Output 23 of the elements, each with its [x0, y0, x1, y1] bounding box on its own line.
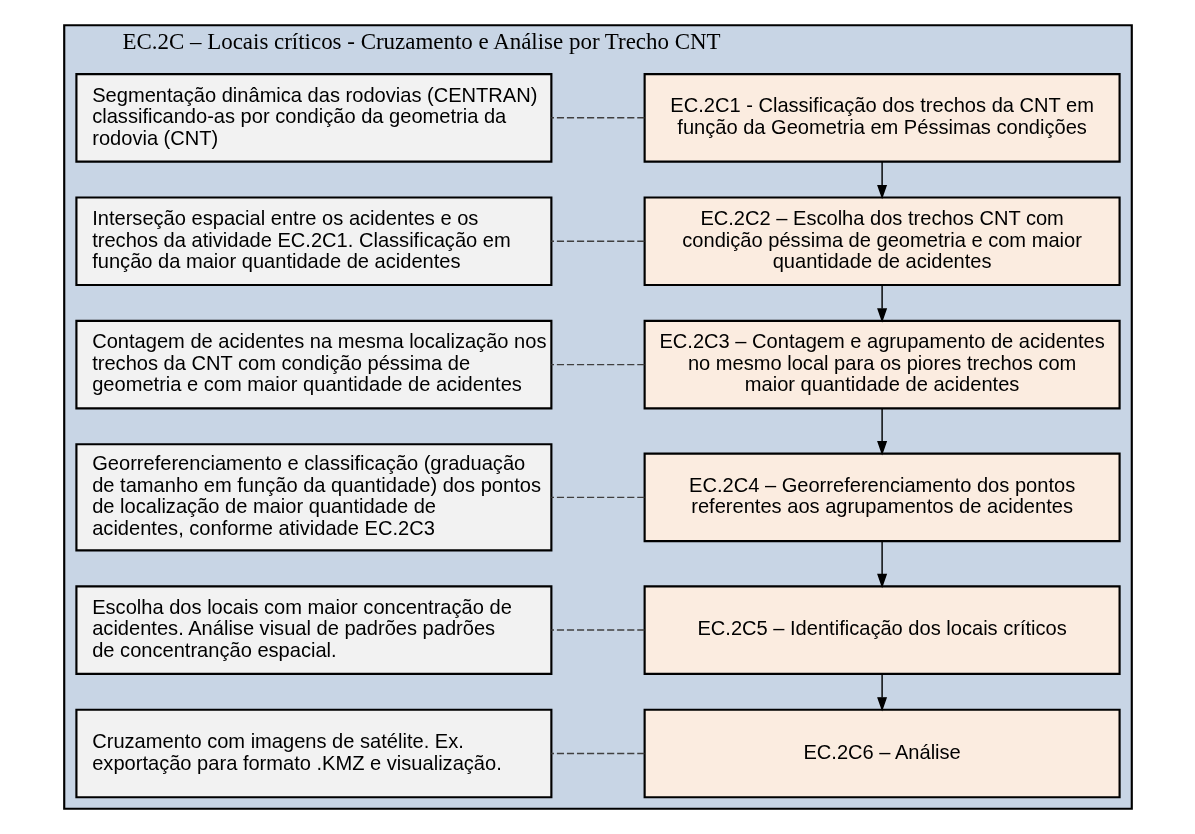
node-box: Segmentação dinâmica das rodovias (CENTRAN) classificando-as por condição da geometria da rodovia (CNT)	[74, 73, 552, 163]
node-box: Escolha dos locais com maior concentração de acidentes. Análise visual de padrões padrões de concentranção espacial.	[74, 585, 552, 675]
arrow	[876, 407, 887, 456]
node-box: Contagem de acidentes na mesma localização nos trechos da CNT com condição péssima de geometria e com maior quantidade de acidentes	[74, 319, 552, 410]
connector	[550, 363, 645, 366]
node-box: Cruzamento com imagens de satélite. Ex. exportação para formato .KMZ e visualização.	[74, 708, 552, 799]
node-box: Georreferenciamento e classificação (graduação de tamanho em função da quantidade) dos pontos de localização de maior quantidade de acidentes, conforme atividade EC.2C3	[74, 443, 552, 552]
node-box: Interseção espacial entre os acidentes e os trechos da atividade EC.2C1. Classificação em função da maior quantidade de acidentes	[74, 196, 552, 287]
node-box: EC.2C3 – Contagem e agrupamento de acidentes no mesmo local para os piores trechos com maior quantidade de acidentes	[643, 319, 1121, 410]
arrow	[876, 673, 887, 712]
arrow	[876, 284, 887, 323]
connector	[550, 496, 645, 499]
node-box: EC.2C5 – Identificação dos locais críticos	[643, 585, 1121, 675]
connector	[550, 117, 645, 119]
connector	[550, 629, 645, 631]
node-box: EC.2C6 – Análise	[643, 708, 1121, 799]
connector	[550, 752, 645, 755]
node-box: EC.2C2 – Escolha dos trechos CNT com condição péssima de geometria e com maior quantidade de acidentes	[643, 196, 1121, 287]
node-box: EC.2C1 - Classificação dos trechos da CNT em função da Geometria em Péssimas condições	[643, 73, 1121, 163]
connector	[550, 240, 645, 242]
node-box: EC.2C4 – Georreferenciamento dos pontos referentes aos agrupamentos de acidentes	[643, 452, 1121, 543]
arrow	[876, 540, 887, 589]
arrow	[876, 161, 887, 200]
